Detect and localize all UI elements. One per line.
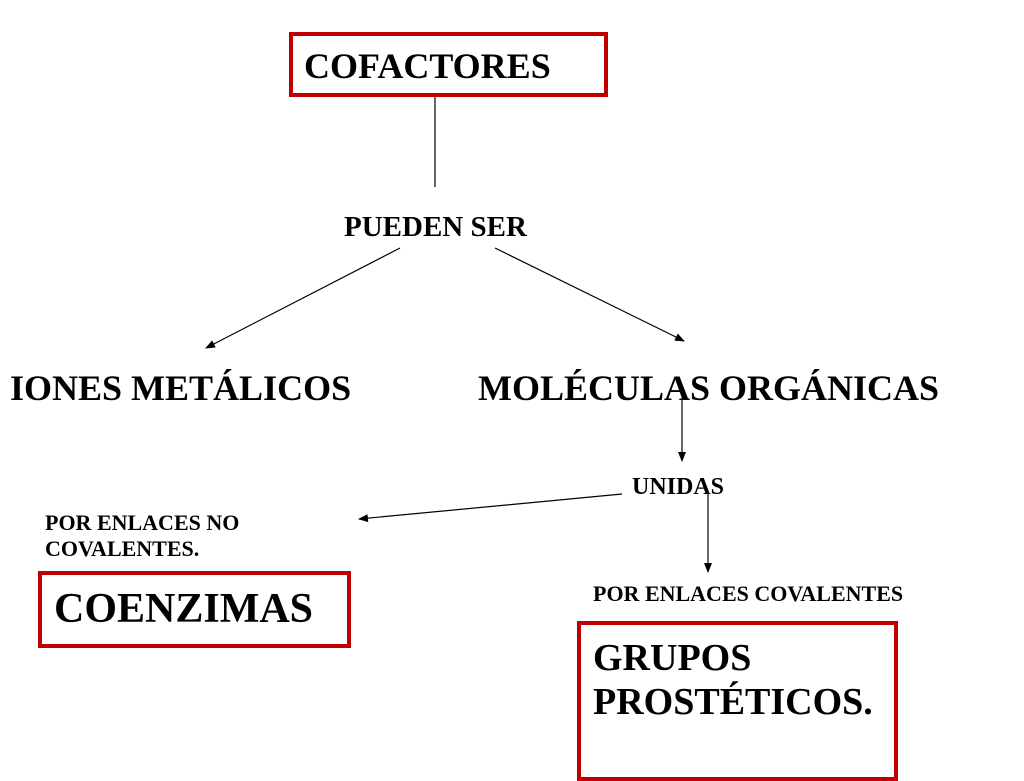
enlaces-no-covalentes-line-1: POR ENLACES NO [45,510,240,535]
unidas-label: UNIDAS [632,474,725,500]
pueden-ser-label: PUEDEN SER [344,211,527,243]
grupos-prosteticos-line-1: GRUPOS [593,637,752,679]
enlaces-covalentes-label: POR ENLACES COVALENTES [593,581,904,606]
arrow-to-moleculas [494,247,685,342]
coenzimas-box: COENZIMAS [38,571,351,648]
enlaces-no-covalentes-line-2: COVALENTES. [45,536,200,562]
cofactores-label: COFACTORES [304,46,551,86]
coenzimas-label: COENZIMAS [54,586,314,632]
iones-metalicos-label: IONES METÁLICOS [10,368,352,408]
arrow-to-iones [205,247,401,349]
grupos-prosteticos-box: GRUPOS PROSTÉTICOS. [577,621,898,781]
grupos-prosteticos-line-2: PROSTÉTICOS. [593,680,873,723]
arrow-to-no-covalentes [358,493,623,523]
moleculas-organicas-label: MOLÉCULAS ORGÁNICAS [478,368,940,408]
enlaces-no-covalentes-label: POR ENLACES NO COVALENTES. [45,510,305,563]
cofactores-box: COFACTORES [289,32,608,97]
